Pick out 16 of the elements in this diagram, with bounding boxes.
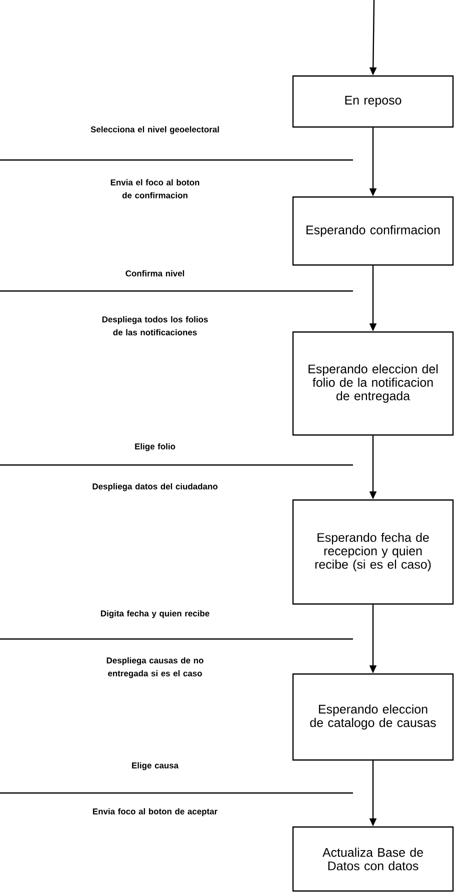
transition-label: Digita fecha y quien recibe bbox=[100, 610, 210, 618]
transition-label: Envia el foco al boton de confirmacion bbox=[110, 179, 200, 198]
transition-label: Despliega causas de no entregada si es el caso bbox=[106, 657, 204, 678]
transition-label: Elige causa bbox=[132, 762, 179, 770]
state-box: Esperando eleccion del folio de la notificacion de entregada bbox=[292, 331, 454, 436]
transition-label: Confirma nivel bbox=[126, 270, 184, 276]
transition-label: Elige folio bbox=[135, 443, 176, 452]
state-box: Esperando eleccion de catalogo de causas bbox=[292, 673, 454, 761]
state-box: Esperando confirmacion bbox=[292, 196, 454, 266]
state-box: Actualiza Base de Datos con datos bbox=[292, 826, 454, 892]
transition-label: Envia foco al boton de aceptar bbox=[92, 808, 218, 816]
transition-label: Despliega todos los folios de las notificaciones bbox=[102, 316, 208, 336]
transition-label: Selecciona el nivel geoelectoral bbox=[90, 126, 219, 134]
state-box: Esperando fecha de recepcion y quien recibe (si es el caso) bbox=[292, 499, 454, 605]
state-box: En reposo bbox=[292, 75, 454, 128]
transition-label: Despliega datos del ciudadano bbox=[92, 483, 218, 492]
